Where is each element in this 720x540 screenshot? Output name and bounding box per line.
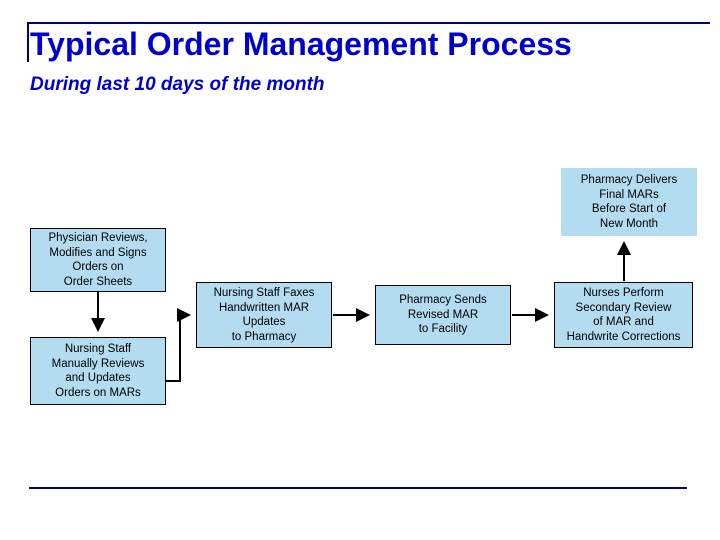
- flow-box-physician-reviews[interactable]: Physician Reviews, Modifies and Signs Or…: [30, 228, 166, 292]
- header-top-rule: [27, 22, 710, 24]
- footer-rule: [29, 487, 687, 489]
- page-subtitle: During last 10 days of the month: [30, 74, 325, 95]
- flow-box-pharmacy-delivers-final-mars[interactable]: Pharmacy Delivers Final MARs Before Star…: [561, 168, 697, 236]
- header-left-rule: [27, 22, 29, 62]
- flow-box-nursing-staff-faxes[interactable]: Nursing Staff Faxes Handwritten MAR Upda…: [196, 282, 332, 348]
- page-title: Typical Order Management Process: [30, 26, 572, 62]
- flow-box-nursing-staff-mars[interactable]: Nursing Staff Manually Reviews and Updat…: [30, 337, 166, 405]
- flow-box-nurses-secondary-review[interactable]: Nurses Perform Secondary Review of MAR a…: [554, 282, 693, 348]
- connector-nursing-to-fax: [166, 308, 191, 382]
- flow-box-pharmacy-sends-revised-mar[interactable]: Pharmacy Sends Revised MAR to Facility: [375, 285, 511, 345]
